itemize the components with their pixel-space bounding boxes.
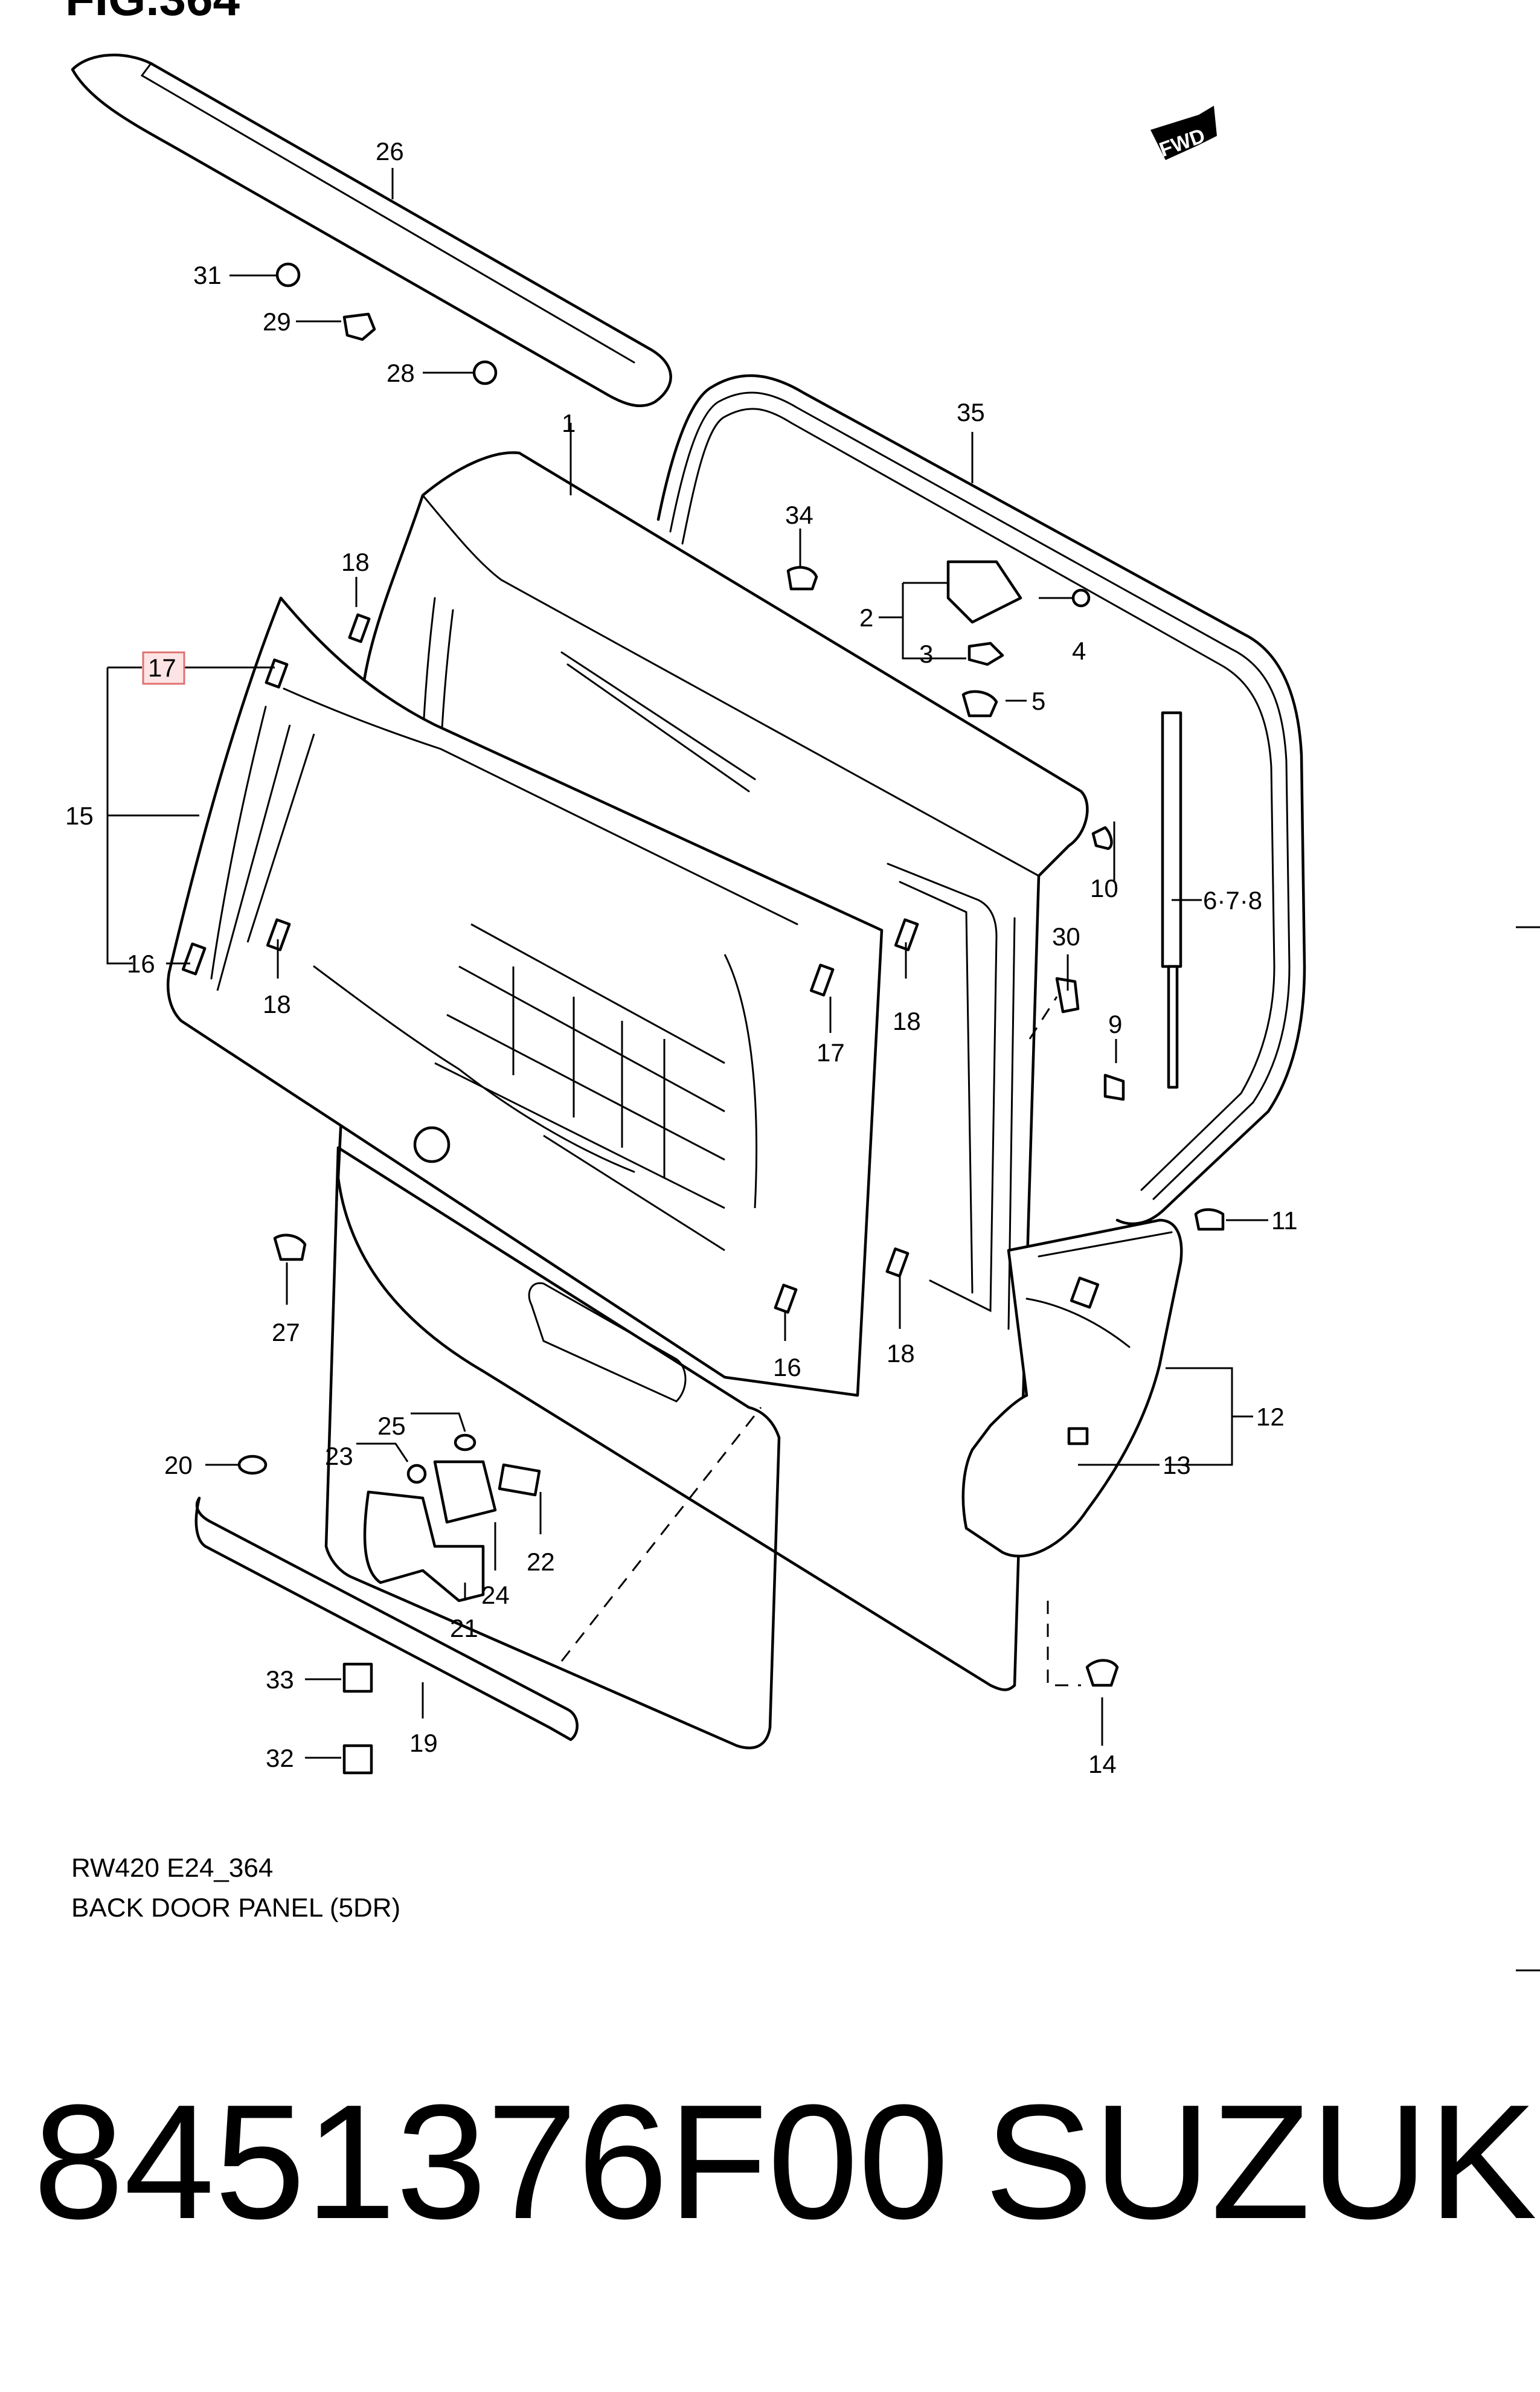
callout-21: 21 xyxy=(450,1614,478,1642)
callout-4: 4 xyxy=(1072,637,1086,665)
callout-25: 25 xyxy=(377,1412,406,1440)
diagram-caption: RW420 E24_364 BACK DOOR PANEL (5DR) xyxy=(71,1848,400,1928)
callout-28: 28 xyxy=(387,359,415,387)
callout-6-7-8: 6·7·8 xyxy=(1203,886,1262,915)
exploded-parts-diagram: FWD xyxy=(65,53,1540,1972)
defroster-grid xyxy=(216,724,758,1252)
garnish-part xyxy=(194,1496,579,1741)
callout-12: 12 xyxy=(1256,1403,1285,1431)
callout-9: 9 xyxy=(1108,1010,1122,1038)
callout-15: 15 xyxy=(65,802,94,830)
callout-27: 27 xyxy=(272,1318,300,1346)
fastener-icons xyxy=(181,262,1225,1775)
latch-part xyxy=(363,1490,485,1603)
callout-3: 3 xyxy=(919,640,933,668)
callout-17-highlighted: 17 xyxy=(148,654,176,682)
callout-24: 24 xyxy=(481,1581,510,1609)
trim-panel-part xyxy=(961,1218,1183,1558)
caption-name: BACK DOOR PANEL (5DR) xyxy=(71,1893,401,1923)
callout-29: 29 xyxy=(263,307,291,336)
callout-30: 30 xyxy=(1052,922,1080,951)
callout-13: 13 xyxy=(1163,1451,1191,1479)
callout-32: 32 xyxy=(266,1744,294,1772)
brand-name: SUZUKI xyxy=(984,2071,1540,2253)
callout-34: 34 xyxy=(785,501,813,529)
caption-code: RW420 E24_364 xyxy=(71,1853,274,1883)
highlight-box xyxy=(142,651,185,685)
callout-18-top: 18 xyxy=(341,548,370,576)
callout-20: 20 xyxy=(164,1451,193,1479)
callout-16-center: 16 xyxy=(773,1353,801,1381)
callout-17-center: 17 xyxy=(817,1038,845,1067)
footer-strip xyxy=(0,1978,1540,2392)
back-glass-part xyxy=(166,596,884,1397)
callout-18-bottom: 18 xyxy=(887,1339,915,1368)
callout-14: 14 xyxy=(1088,1750,1117,1778)
callout-22: 22 xyxy=(527,1548,555,1576)
callout-19: 19 xyxy=(409,1729,438,1757)
part-number: 8451376F00 xyxy=(33,2071,949,2253)
callout-16-left: 16 xyxy=(127,950,155,978)
callout-23: 23 xyxy=(325,1442,353,1470)
callout-5: 5 xyxy=(1031,687,1045,715)
spoiler-part xyxy=(71,53,672,408)
callout-33: 33 xyxy=(266,1665,294,1694)
fwd-arrow-icon: FWD xyxy=(1150,106,1217,162)
callout-10: 10 xyxy=(1090,874,1118,902)
callout-18-right: 18 xyxy=(893,1007,921,1035)
callout-35: 35 xyxy=(957,398,985,426)
weatherstrip-part xyxy=(656,374,1306,1226)
callout-26: 26 xyxy=(376,137,404,166)
callout-11: 11 xyxy=(1271,1206,1298,1235)
callout-2: 2 xyxy=(859,603,873,632)
figure-title: FIG.364 xyxy=(65,0,240,27)
callout-18-left: 18 xyxy=(263,990,291,1018)
callout-31: 31 xyxy=(193,261,222,289)
callout-1: 1 xyxy=(562,409,576,437)
